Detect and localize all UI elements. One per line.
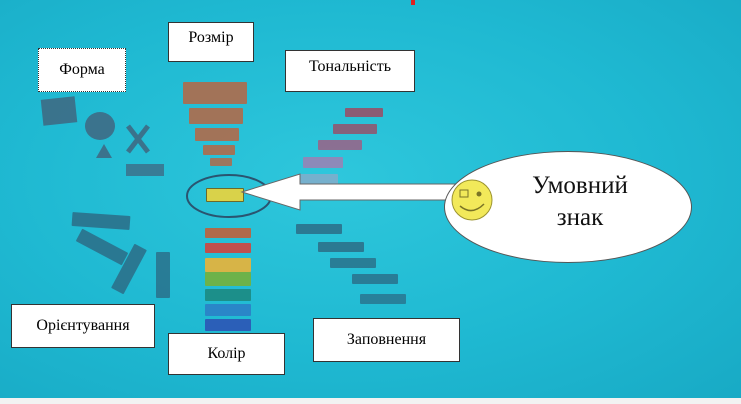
orientation-bar [156, 252, 170, 298]
color-bar [205, 258, 251, 272]
fill-bar [352, 274, 398, 284]
tone-bar [296, 174, 338, 185]
arrow-icon [240, 173, 457, 211]
color-bar [205, 319, 251, 331]
label-orientation: Орієнтування [11, 304, 155, 348]
size-bar [189, 108, 243, 124]
tone-bar [303, 157, 343, 168]
tone-bar [345, 108, 383, 117]
tone-bar [333, 124, 377, 134]
accent-mark [411, 0, 415, 5]
tone-bar [318, 140, 362, 150]
color-bar [205, 272, 251, 286]
fill-bar [360, 294, 406, 304]
label-shape: Форма [38, 48, 126, 92]
color-bar [205, 289, 251, 301]
fill-bar [318, 242, 364, 252]
color-bar [205, 228, 251, 238]
label-fill: Заповнення [313, 318, 460, 362]
smiley-icon [451, 179, 493, 221]
callout-line-2: знак [556, 204, 604, 231]
label-color: Колір [168, 333, 285, 375]
size-bar [183, 82, 247, 104]
size-bar [210, 158, 232, 166]
color-bar [205, 243, 251, 253]
bottom-strip [0, 398, 741, 404]
color-bar [205, 304, 251, 316]
label-tone: Тональність [285, 50, 415, 92]
orientation-bar [75, 228, 129, 266]
fill-bar [330, 258, 376, 268]
callout-text: Умовний знак [500, 170, 660, 234]
callout-line-1: Умовний [532, 172, 628, 199]
size-bar [203, 145, 235, 155]
shape-symbols-icon [40, 96, 164, 176]
fill-bar [296, 224, 342, 234]
orientation-bar [71, 211, 131, 231]
label-size: Розмір [168, 22, 254, 62]
size-bar [195, 128, 239, 141]
highlighted-symbol [206, 188, 244, 202]
